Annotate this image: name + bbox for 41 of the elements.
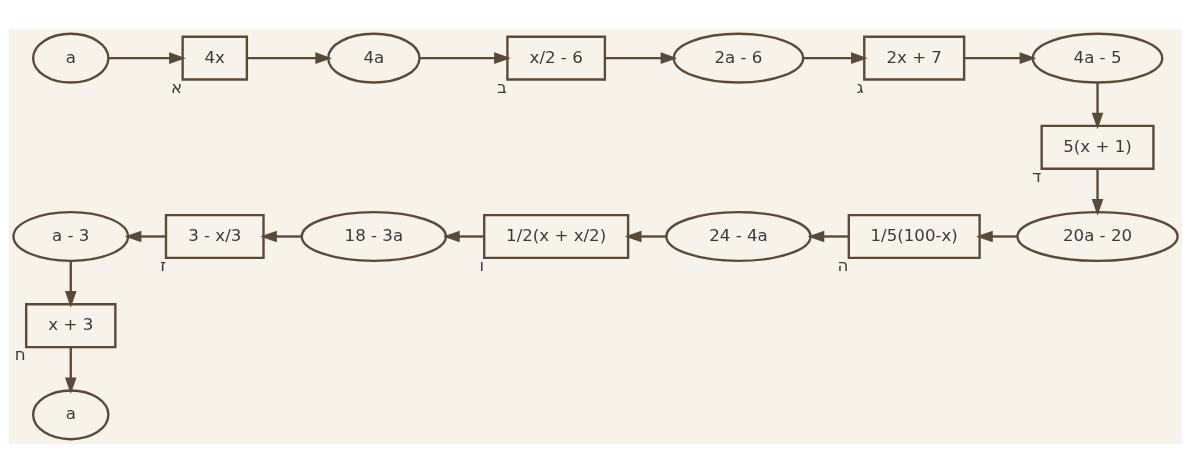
arrow bbox=[605, 52, 678, 64]
arrow bbox=[803, 52, 868, 64]
node-box: x + 3 bbox=[25, 303, 117, 349]
arrow bbox=[1091, 169, 1104, 216]
node-ellipse: a - 3 bbox=[12, 210, 130, 263]
node-box: 5(x + 1) bbox=[1040, 124, 1155, 170]
arrow bbox=[124, 230, 166, 243]
arrow bbox=[419, 52, 511, 64]
arrow bbox=[624, 230, 667, 243]
arrow bbox=[976, 230, 1018, 243]
node-ellipse: a bbox=[31, 389, 110, 441]
node-ellipse: 4a - 5 bbox=[1031, 32, 1164, 84]
node-ellipse: 24 - 4a bbox=[665, 210, 812, 263]
arrow bbox=[964, 52, 1037, 64]
node-label: ד bbox=[1032, 167, 1042, 187]
arrow bbox=[1091, 82, 1104, 130]
arrow bbox=[443, 230, 485, 243]
node-ellipse: 2a - 6 bbox=[672, 32, 805, 84]
node-box: 1/2(x + x/2) bbox=[483, 213, 630, 260]
node-label: ח bbox=[14, 345, 26, 365]
node-box: 4x bbox=[181, 35, 249, 81]
node-ellipse: 20a - 20 bbox=[1016, 210, 1179, 263]
node-box: 3 - x/3 bbox=[164, 213, 265, 260]
node-box: x/2 - 6 bbox=[506, 35, 607, 81]
node-box: 1/5(100-x) bbox=[847, 213, 981, 260]
node-ellipse: 4a bbox=[327, 32, 421, 84]
node-label: ה bbox=[837, 256, 849, 276]
node-label: ב bbox=[497, 77, 507, 97]
node-label: ו bbox=[479, 256, 485, 276]
node-label: ג bbox=[856, 77, 864, 97]
arrow bbox=[108, 52, 186, 64]
arrow bbox=[246, 52, 332, 64]
node-ellipse: a bbox=[31, 32, 110, 84]
arrow bbox=[64, 347, 77, 395]
node-label: ז bbox=[160, 256, 166, 276]
node-box: 2x + 7 bbox=[863, 35, 966, 81]
node-ellipse: 18 - 3a bbox=[300, 210, 448, 263]
arrow bbox=[64, 261, 77, 308]
node-label: א bbox=[171, 77, 183, 97]
arrow bbox=[260, 230, 302, 243]
arrow bbox=[807, 230, 849, 243]
